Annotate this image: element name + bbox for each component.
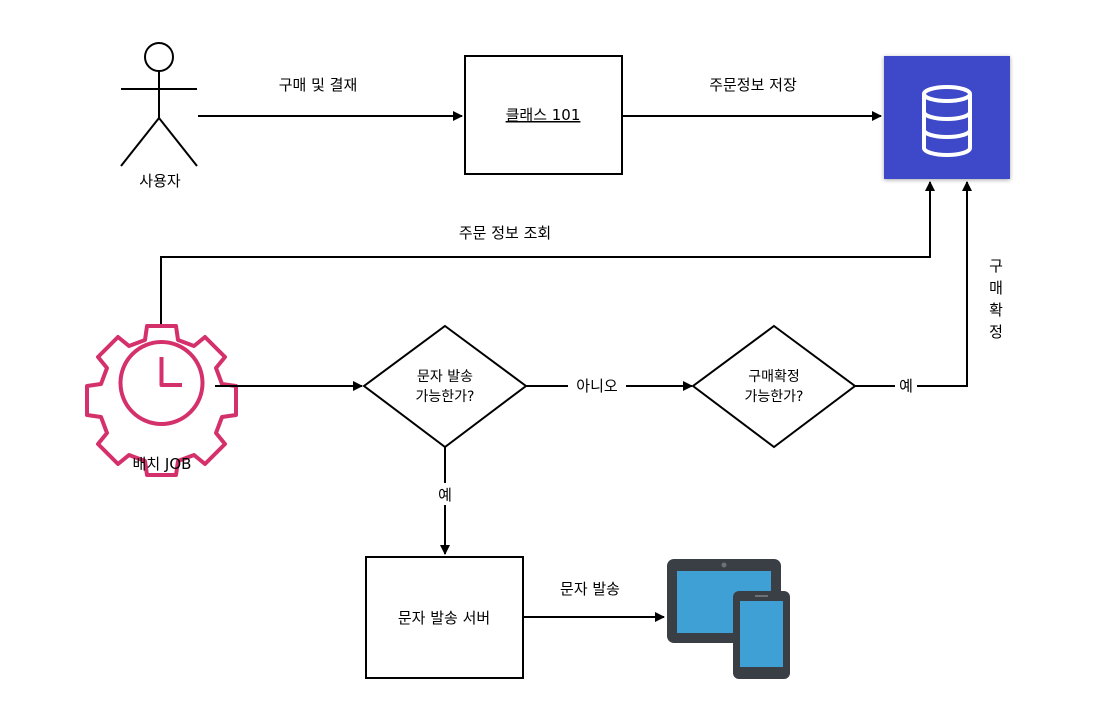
edge-yes-sms: 예 xyxy=(434,447,456,555)
batch-job-label: 배치 JOB xyxy=(133,455,192,473)
sms-server-label: 문자 발송 서버 xyxy=(398,609,490,627)
sms-server-node[interactable]: 문자 발송 서버 xyxy=(365,556,524,679)
decision-sms-line1: 문자 발송 xyxy=(417,369,473,385)
decision-confirm-line2: 가능한가? xyxy=(745,389,804,405)
edge-send-sms: 문자 발송 xyxy=(523,580,665,622)
gear-clock-icon xyxy=(85,324,238,477)
edge-label-yes-sms: 예 xyxy=(438,486,452,504)
edge-purchase-pay: 구매 및 결재 xyxy=(198,76,463,121)
decision-sms-line2: 가능한가? xyxy=(416,389,475,405)
decision-confirm-node[interactable]: 구매확정 가능한가? xyxy=(691,324,857,449)
edge-label-purchase-confirm-vertical: 구 매 확 정 xyxy=(989,257,1003,341)
decision-confirm-line1: 구매확정 xyxy=(748,369,800,385)
class101-node[interactable]: 클래스 101 xyxy=(464,55,623,175)
person-icon xyxy=(120,42,198,167)
edge-label-purchase-pay: 구매 및 결재 xyxy=(279,76,358,94)
class101-label: 클래스 101 xyxy=(506,106,581,124)
edge-query-order: 주문 정보 조회 xyxy=(160,181,935,325)
edge-yes-confirm: 예 구 매 확 정 xyxy=(855,181,1003,396)
edge-label-save-order: 주문정보 저장 xyxy=(709,76,797,94)
database-icon xyxy=(922,85,972,157)
database-node[interactable] xyxy=(884,56,1010,179)
user-label: 사용자 xyxy=(139,172,181,190)
edge-save-order: 주문정보 저장 xyxy=(622,76,882,121)
decision-sms-node[interactable]: 문자 발송 가능한가? xyxy=(362,324,528,449)
edge-label-no: 아니오 xyxy=(576,377,618,395)
vertical-char: 매 xyxy=(989,279,1003,297)
edge-label-send-sms: 문자 발송 xyxy=(560,580,620,598)
edge-label-query-order: 주문 정보 조회 xyxy=(459,224,551,242)
edge-no: 아니오 xyxy=(526,374,693,396)
user-actor: 사용자 xyxy=(120,42,198,190)
vertical-char: 구 xyxy=(989,257,1003,275)
vertical-char: 정 xyxy=(989,323,1003,341)
edge-label-yes-confirm: 예 xyxy=(899,377,913,395)
tablet-phone-icon xyxy=(667,559,790,679)
batch-job-actor: 배치 JOB xyxy=(85,324,238,477)
vertical-char: 확 xyxy=(989,301,1003,319)
